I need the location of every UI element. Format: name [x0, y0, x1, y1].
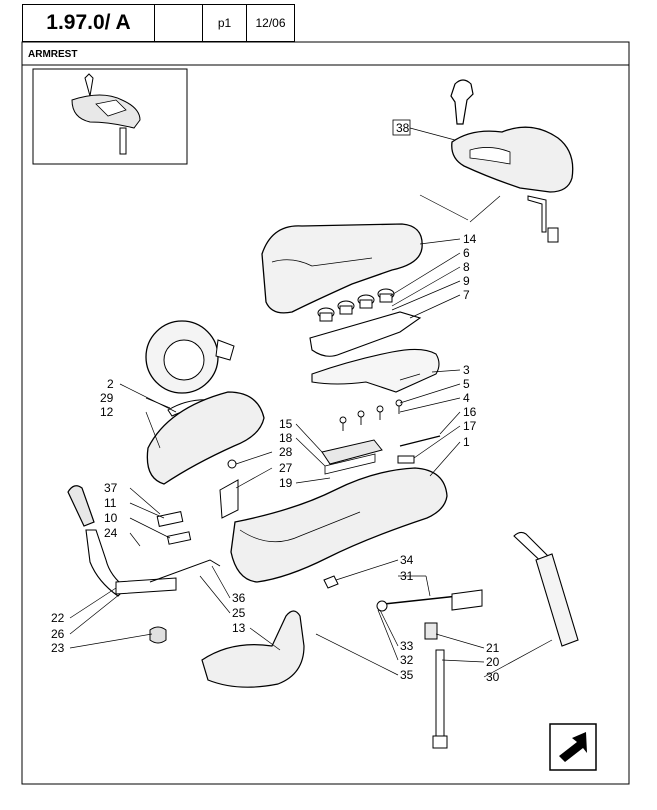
explode-line [469, 195, 501, 223]
overview-thumbnail [32, 68, 188, 165]
callout-30: 30 [486, 670, 500, 684]
callout-14: 14 [463, 232, 477, 246]
callout-33: 33 [400, 639, 414, 653]
knob-23-part [149, 626, 167, 644]
callout-38-box [392, 119, 411, 136]
callout-4: 4 [463, 391, 470, 405]
side-housing-part [146, 391, 265, 485]
callout-20: 20 [486, 655, 500, 669]
slide-bracket-part [513, 531, 579, 647]
callout-9: 9 [463, 274, 470, 288]
switch-module-part [321, 435, 441, 475]
callout-11: 11 [104, 496, 117, 510]
callout-1: 1 [463, 435, 470, 449]
armrest-cover-part [261, 223, 423, 314]
leader-lines [69, 127, 553, 678]
callout-16: 16 [463, 405, 477, 419]
callout-28: 28 [279, 445, 293, 459]
callout-3: 3 [463, 363, 470, 377]
callout-17: 17 [463, 419, 477, 433]
callout-5: 5 [463, 377, 470, 391]
callout-8: 8 [463, 260, 470, 274]
callout-13: 13 [232, 621, 246, 635]
callout-23: 23 [51, 641, 65, 655]
joystick-part [67, 485, 177, 597]
bracket-27-part [219, 479, 239, 519]
callout-24: 24 [104, 526, 118, 540]
callout-10: 10 [104, 511, 118, 525]
callout-32: 32 [400, 653, 414, 667]
callout-29: 29 [100, 391, 114, 405]
callout-35: 35 [400, 668, 414, 682]
arrow-next-icon[interactable] [549, 723, 597, 771]
callout-12: 12 [100, 405, 114, 419]
connector-10-part [166, 531, 192, 545]
rotary-dial-part [145, 320, 235, 394]
callout-31: 31 [400, 569, 414, 583]
callout-labels: 38 14 6 8 9 7 3 5 4 16 17 1 15 18 28 27 … [51, 119, 500, 684]
rod-assembly-part [376, 589, 483, 640]
callout-18: 18 [279, 431, 293, 445]
armrest-base-part [230, 467, 448, 583]
callout-34: 34 [400, 553, 414, 567]
callout-27: 27 [279, 461, 293, 475]
lower-cover-part [201, 610, 305, 688]
mounting-plate-part [309, 311, 422, 357]
callout-37: 37 [104, 481, 118, 495]
upper-bracket-part [311, 348, 440, 393]
clip-34-part [323, 575, 339, 589]
callout-38: 38 [396, 121, 410, 135]
clip-28-part [227, 459, 237, 469]
explode-line [419, 194, 469, 221]
control-knobs-part [317, 288, 395, 322]
callout-6: 6 [463, 246, 470, 260]
callout-15: 15 [279, 417, 293, 431]
armrest-assembly-illustration [450, 79, 574, 243]
callout-25: 25 [232, 606, 246, 620]
callout-7: 7 [463, 288, 470, 302]
callout-19: 19 [279, 476, 293, 490]
callout-22: 22 [51, 611, 65, 625]
section-title: ARMREST [28, 49, 78, 60]
page-frame [21, 41, 630, 785]
pcb-11-part [156, 511, 184, 527]
callout-26: 26 [51, 627, 65, 641]
callout-21: 21 [486, 641, 500, 655]
callout-2: 2 [107, 377, 114, 391]
lever-stick-part [432, 649, 448, 749]
callout-36: 36 [232, 591, 246, 605]
screws-part [339, 399, 403, 431]
harness-36-part [149, 559, 221, 583]
